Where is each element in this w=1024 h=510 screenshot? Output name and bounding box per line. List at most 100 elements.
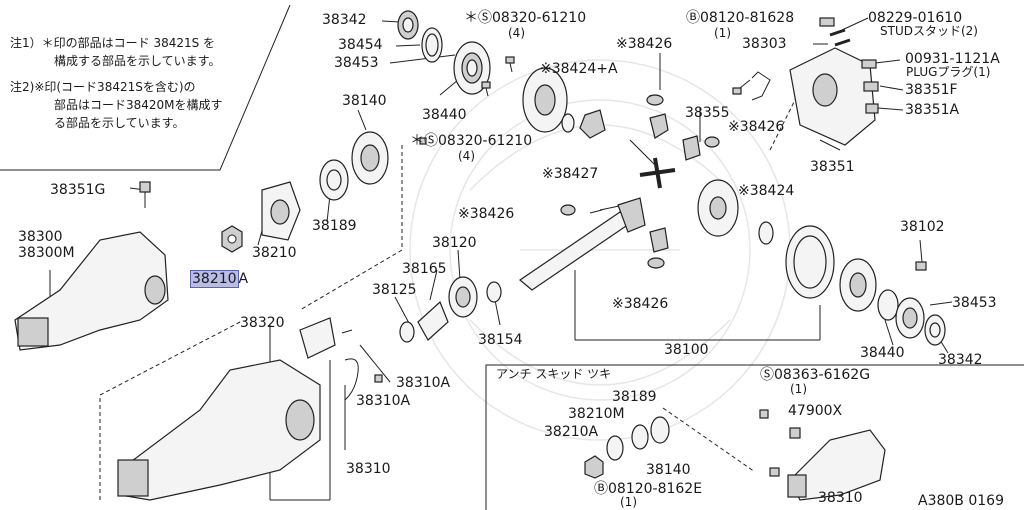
label-38351[interactable]: 38351 [810, 159, 855, 175]
label-00931[interactable]: 00931-1121A [905, 51, 1000, 67]
bearing-38120 [448, 276, 478, 318]
plug-38351F [863, 81, 879, 92]
label-38303[interactable]: 38303 [742, 36, 787, 52]
washer-38426-left [560, 204, 576, 216]
inset-seal-38189 [631, 424, 649, 450]
inset-title: アンチ スキッド ツキ [496, 367, 612, 381]
label-08229[interactable]: 08229-01610 [868, 10, 963, 26]
label-38426-top[interactable]: ※38426 [616, 36, 673, 52]
label-38426-low[interactable]: ※38426 [612, 296, 669, 312]
ring-gear [785, 225, 835, 299]
label-38342-top[interactable]: 38342 [322, 12, 367, 28]
label-08320-mid[interactable]: ＊Ⓢ08320-61210 [410, 133, 533, 149]
guide-dashed-inset [662, 407, 756, 473]
label-38351F[interactable]: 38351F [905, 82, 958, 98]
housing-assembly-38300 [14, 231, 169, 351]
label-38427[interactable]: ※38427 [542, 166, 599, 182]
inset-box-border [485, 364, 1024, 510]
nut-38210A [221, 225, 243, 253]
diff-case-top [522, 67, 568, 133]
label-38140[interactable]: 38140 [342, 93, 387, 109]
label-38426-left[interactable]: ※38426 [458, 206, 515, 222]
label-38426-mid[interactable]: ※38426 [728, 119, 785, 135]
note-box-border [0, 4, 291, 171]
bolt-08320-top [481, 56, 515, 97]
label-inset-38210A[interactable]: 38210A [544, 424, 599, 440]
label-inset-38140[interactable]: 38140 [646, 462, 691, 478]
pinion-shaft-38100 [519, 197, 646, 291]
label-38440-top[interactable]: 38440 [422, 107, 467, 123]
washer-38424 [758, 221, 774, 245]
label-38154[interactable]: 38154 [478, 332, 523, 348]
washer-38125 [399, 321, 415, 343]
note-1-line-1: 注1）＊印の部品はコード 38421S を [10, 36, 216, 50]
label-38424A[interactable]: ※38424+A [540, 61, 618, 77]
label-08320-mid-qty: (4) [458, 149, 475, 163]
label-38210[interactable]: 38210 [252, 245, 297, 261]
bolt-38102 [915, 261, 927, 271]
label-38454[interactable]: 38454 [338, 37, 383, 53]
bracket-38310A [344, 358, 383, 401]
label-38310A-1[interactable]: 38310A [396, 375, 451, 391]
bearing-38453-bottom [895, 297, 925, 339]
label-38342-bottom[interactable]: 38342 [938, 352, 983, 368]
label-08320-top[interactable]: ＊Ⓢ08320-61210 [464, 10, 587, 26]
gasket-38320 [299, 317, 353, 359]
label-38125[interactable]: 38125 [372, 282, 417, 298]
label-38355[interactable]: 38355 [685, 105, 730, 121]
note-2-line-2: 部品はコード38420Mを構成す [54, 98, 223, 112]
bearing-38440-bottom [877, 289, 899, 321]
stud-08229 [819, 17, 851, 47]
label-38310[interactable]: 38310 [346, 461, 391, 477]
label-inset-08363-qty: (1) [790, 382, 807, 396]
label-inset-08120[interactable]: Ⓑ08120-8162E [594, 481, 703, 497]
label-inset-38210M[interactable]: 38210M [568, 406, 625, 422]
label-inset-38310[interactable]: 38310 [818, 490, 863, 506]
seal-38189 [319, 159, 349, 201]
label-38453-bottom[interactable]: 38453 [952, 295, 997, 311]
label-38300M[interactable]: 38300M [18, 245, 75, 261]
label-inset-47900X[interactable]: 47900X [788, 403, 843, 419]
label-08120-top[interactable]: Ⓑ08120-81628 [686, 10, 795, 26]
label-38210A-highlight[interactable]: 38210 [190, 270, 239, 288]
label-38453-top[interactable]: 38453 [334, 55, 379, 71]
label-38165[interactable]: 38165 [402, 261, 447, 277]
seal-38454 [421, 27, 443, 63]
side-gear-38424 [697, 179, 739, 237]
bearing-38342-top [397, 10, 419, 40]
guide-dashed-left [299, 145, 403, 311]
inset-flange-38210M [606, 435, 624, 461]
label-38424[interactable]: ※38424 [738, 183, 795, 199]
bearing-38453-top [453, 41, 491, 95]
label-38100[interactable]: 38100 [664, 342, 709, 358]
cross-shaft-38427 [639, 157, 676, 189]
diagram-code: A380B 0169 [918, 493, 1004, 509]
label-08229-desc: STUDスタッド(2) [880, 24, 978, 38]
gear-38426-center [647, 227, 669, 269]
label-38440-bottom[interactable]: 38440 [860, 345, 905, 361]
label-08120-top-qty: (1) [714, 26, 731, 40]
label-38351A[interactable]: 38351A [905, 102, 960, 118]
washer-38154 [486, 281, 502, 303]
seal-38342-bottom [924, 314, 946, 346]
label-38351G[interactable]: 38351G [50, 182, 106, 198]
plug-38351A [865, 103, 879, 114]
label-38102[interactable]: 38102 [900, 219, 945, 235]
label-38120[interactable]: 38120 [432, 235, 477, 251]
cover-38351 [789, 47, 876, 146]
note-2-line-3: る部品を示しています。 [54, 116, 185, 130]
inset-sensor-47900X [759, 409, 801, 477]
label-inset-08363[interactable]: Ⓢ08363-6162G [760, 367, 871, 383]
note-2-line-1: 注2)※印(コード38421Sを含む)の [10, 80, 196, 94]
flange-38210 [261, 181, 301, 241]
label-inset-38189[interactable]: 38189 [612, 389, 657, 405]
note-1-line-2: 構成する部品を示しています。 [54, 54, 221, 68]
housing-38310 [117, 359, 321, 501]
label-38300[interactable]: 38300 [18, 229, 63, 245]
label-38189[interactable]: 38189 [312, 218, 357, 234]
label-38310A-2[interactable]: 38310A [356, 393, 411, 409]
label-38320[interactable]: 38320 [240, 315, 285, 331]
